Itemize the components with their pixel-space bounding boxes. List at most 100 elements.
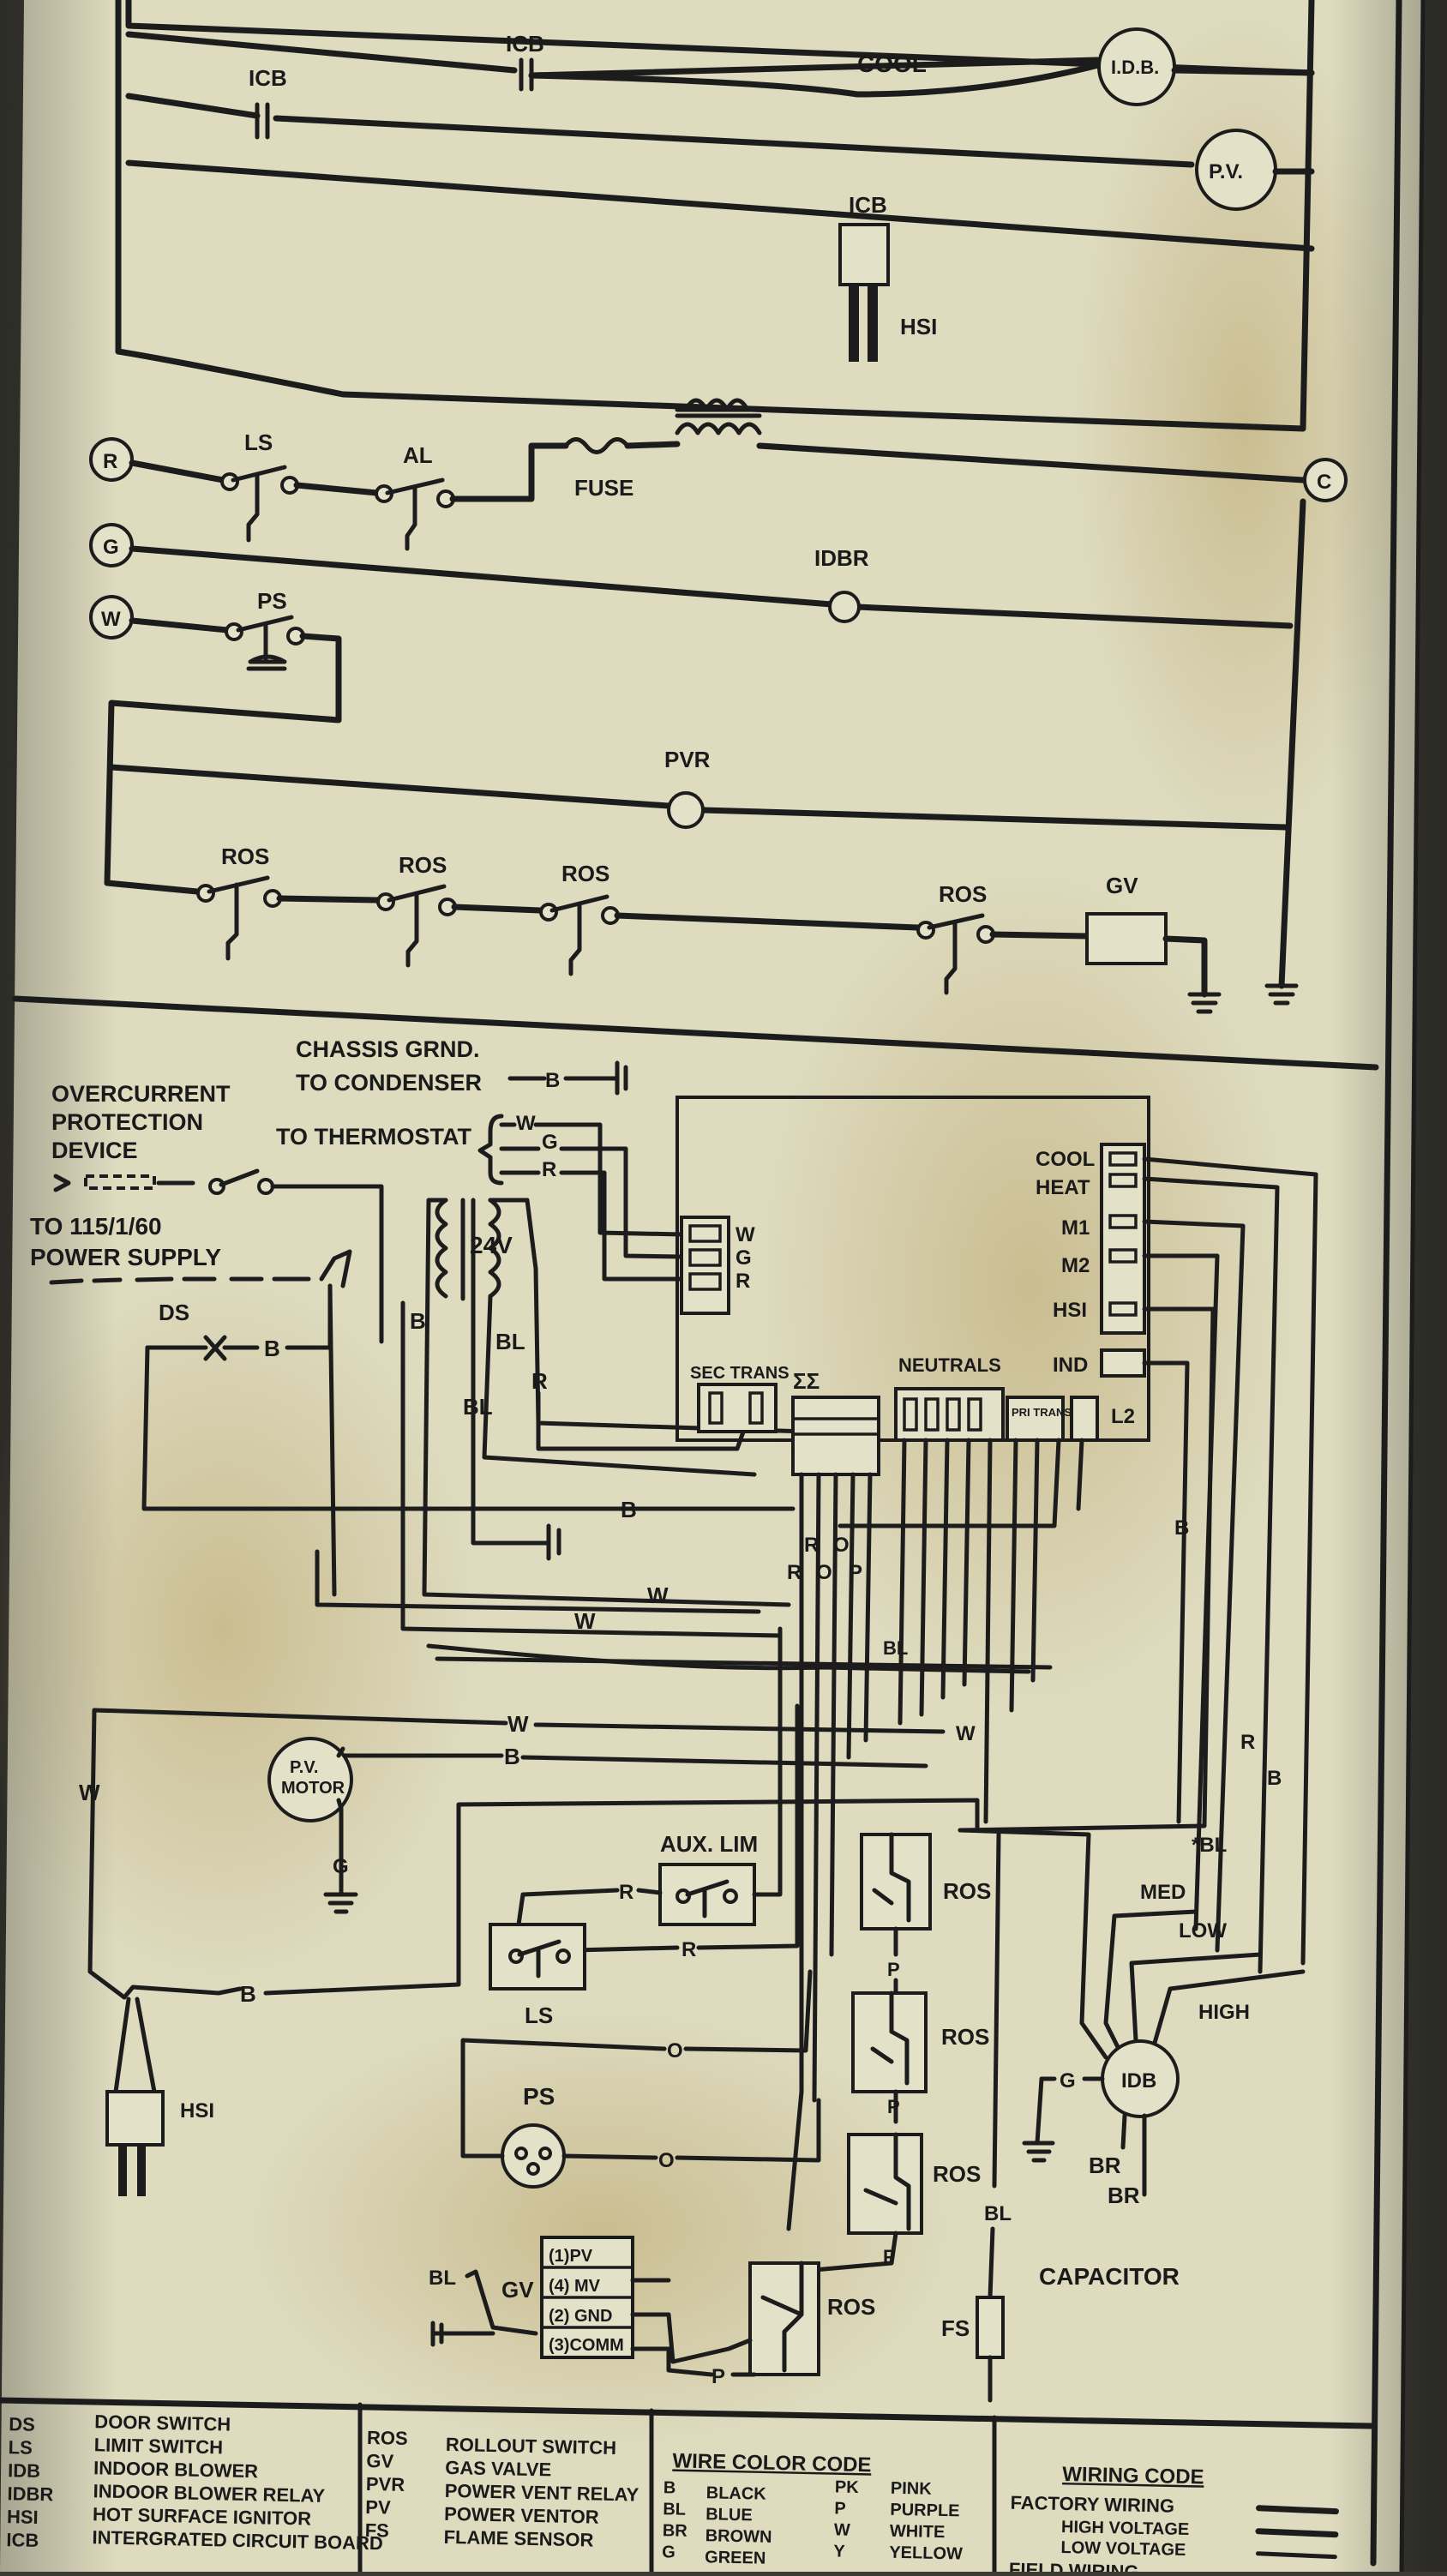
harness-p: P xyxy=(849,1561,862,1584)
low-voltage-label: LOW VOLTAGE xyxy=(1060,2538,1186,2560)
idbr-label: IDBR xyxy=(814,545,869,571)
gv-pv-label: (1)PV xyxy=(549,2247,593,2266)
gv-comm-label: (3)COMM xyxy=(549,2336,624,2355)
legend: DS DOOR SWITCH LS LIMIT SWITCH IDB INDOO… xyxy=(0,2397,1375,2576)
chassis-wire-b: B xyxy=(545,1069,560,1092)
pvr-label: PVR xyxy=(664,747,711,772)
harness-o-2: O xyxy=(816,1561,832,1584)
ros-wiring-b: ROS xyxy=(941,2024,989,2050)
ps-wiring-label: PS xyxy=(523,2083,555,2110)
wc-white: WHITE xyxy=(890,2522,946,2542)
idbr-coil xyxy=(828,591,861,623)
wire-b-mid: B xyxy=(621,1497,637,1522)
pv-motor-label-1: P.V. xyxy=(290,1758,318,1777)
sec-trans-label: SEC TRANS xyxy=(690,1364,790,1383)
wire-r-aux-top: R xyxy=(619,1881,633,1904)
m2-term-label: M2 xyxy=(1061,1254,1090,1277)
gv-ladder-label: GV xyxy=(1106,873,1138,898)
legend-ds-desc: DOOR SWITCH xyxy=(94,2411,231,2435)
hsi-wire-b: B xyxy=(240,1981,256,2007)
tstat-w-label: W xyxy=(516,1112,536,1135)
ls-wiring-label: LS xyxy=(525,2003,553,2028)
wire-bl-mid: BL xyxy=(883,1637,908,1659)
section-divider xyxy=(12,995,1379,1071)
wire-w-pv: W xyxy=(507,1711,529,1737)
legend-ls: LS xyxy=(8,2436,33,2459)
pv-label: P.V. xyxy=(1209,160,1243,183)
high-voltage-label: HIGH VOLTAGE xyxy=(1061,2518,1190,2539)
gv-coil-box xyxy=(1085,912,1168,965)
pv-motor-label-2: MOTOR xyxy=(281,1779,345,1798)
legend-fs-desc: FLAME SENSOR xyxy=(443,2526,593,2551)
hsi-ignitor xyxy=(105,2090,165,2147)
wire-w-mid: W xyxy=(574,1608,596,1634)
al-label: AL xyxy=(403,442,433,468)
ros-wiring-a: ROS xyxy=(943,1878,991,1904)
flame-sensor xyxy=(976,2296,1005,2359)
ros-wiring-c: ROS xyxy=(933,2161,981,2187)
ind-term-label: IND xyxy=(1053,1354,1088,1377)
heat-term-label: HEAT xyxy=(1036,1176,1090,1199)
overcurrent-label-2: PROTECTION xyxy=(51,1109,203,1135)
ladder-diagram: ICB COOL I.D.B. ICB P.V. ICB HSI R LS AL xyxy=(89,0,1348,1014)
transformer-24v-label: 24V xyxy=(470,1232,513,1258)
cool-label: COOL xyxy=(857,51,927,77)
wc-w: W xyxy=(834,2520,850,2539)
connection-diagram: CHASSIS GRND. TO CONDENSER B OVERCURRENT… xyxy=(30,1036,1318,2403)
wc-pk: PK xyxy=(835,2477,860,2497)
hsi-wiring-label: HSI xyxy=(180,2099,214,2123)
board-r-label: R xyxy=(736,1270,750,1293)
gv-mv-label: (4) MV xyxy=(549,2277,601,2296)
low-label: LOW xyxy=(1179,1919,1227,1943)
pv-ground-label: G xyxy=(333,1855,349,1878)
overcurrent-label-1: OVERCURRENT xyxy=(51,1081,231,1107)
wire-w-right: W xyxy=(956,1722,976,1745)
ros-label-1: ROS xyxy=(221,844,269,869)
hsi-term-label: HSI xyxy=(1053,1299,1087,1322)
wire-bl-fs: BL xyxy=(984,2202,1012,2225)
terminal-w xyxy=(89,595,134,639)
legend-ls-desc: LIMIT SWITCH xyxy=(94,2434,224,2458)
legend-idb: IDB xyxy=(8,2459,40,2482)
legend-pv-desc: POWER VENTOR xyxy=(444,2503,599,2528)
icb-2-label: ICB xyxy=(249,65,287,91)
supply-label-1: TO 115/1/60 xyxy=(30,1213,162,1240)
rollout-switch-chain: ROS P ROS P ROS P ROS xyxy=(670,1832,991,2376)
fs-label: FS xyxy=(941,2315,970,2341)
wc-green: GREEN xyxy=(705,2548,766,2567)
g-idb-label: G xyxy=(1060,2069,1076,2093)
m1-term-label: M1 xyxy=(1061,1216,1090,1240)
ros-label-4: ROS xyxy=(939,881,987,907)
board-w-label: W xyxy=(736,1223,755,1246)
pressure-switch xyxy=(501,2123,566,2189)
icb-3-label: ICB xyxy=(849,192,887,218)
legend-idb-desc: INDOOR BLOWER xyxy=(93,2457,258,2482)
gv-wiring-label: GV xyxy=(501,2277,534,2303)
legend-icb: ICB xyxy=(6,2529,39,2551)
wire-r-aux-bot: R xyxy=(681,1938,696,1961)
board-g-label: G xyxy=(736,1246,752,1270)
chassis-ground-label: CHASSIS GRND. xyxy=(296,1036,480,1062)
legend-ds: DS xyxy=(9,2413,35,2435)
supply-label-2: POWER SUPPLY xyxy=(30,1244,221,1270)
legend-pvr: PVR xyxy=(366,2473,405,2495)
gv-bl-label: BL xyxy=(429,2267,456,2290)
terminal-c-label: C xyxy=(1317,471,1331,494)
wire-p-gv: P xyxy=(711,2365,725,2388)
wc-p: P xyxy=(834,2499,846,2518)
tstat-r-label: R xyxy=(542,1158,556,1181)
to-condenser-label: TO CONDENSER xyxy=(296,1070,482,1096)
tstat-g-label: G xyxy=(542,1131,558,1154)
legend-gv: GV xyxy=(366,2450,394,2472)
med-label: MED xyxy=(1140,1881,1186,1904)
harness-r-1: R xyxy=(804,1534,819,1557)
wire-o-bot: O xyxy=(658,2149,675,2172)
wc-pink: PINK xyxy=(891,2479,933,2499)
aux-lim-label: AUX. LIM xyxy=(660,1831,758,1857)
high-label: HIGH xyxy=(1198,2001,1250,2024)
wire-p-1: P xyxy=(887,1959,900,1980)
legend-fs: FS xyxy=(364,2519,389,2542)
gv-gnd-label: (2) GND xyxy=(549,2307,612,2326)
ros-label-2: ROS xyxy=(399,852,447,878)
neutrals-label: NEUTRALS xyxy=(898,1354,1001,1376)
